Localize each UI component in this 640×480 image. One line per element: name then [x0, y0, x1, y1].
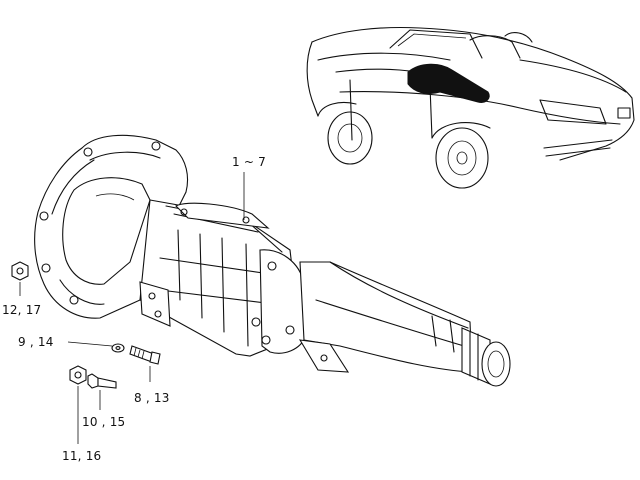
bolt-10-15-icon: [87, 373, 117, 389]
label-10-15: 10 , 15: [82, 415, 126, 429]
label-8-13: 8 , 13: [134, 391, 170, 405]
bolt-8-13-icon: [129, 345, 161, 365]
label-range-1-7: 1 ~ 7: [232, 155, 266, 169]
label-9-14: 9 , 14: [18, 335, 54, 349]
label-11-16: 11, 16: [62, 449, 102, 463]
nut-11-16-icon: [69, 365, 87, 385]
nut-12-17-icon: [11, 261, 29, 281]
washer-9-14-icon: [111, 343, 125, 353]
label-12-17: 12, 17: [2, 303, 42, 317]
leader-lines: [19, 172, 245, 444]
